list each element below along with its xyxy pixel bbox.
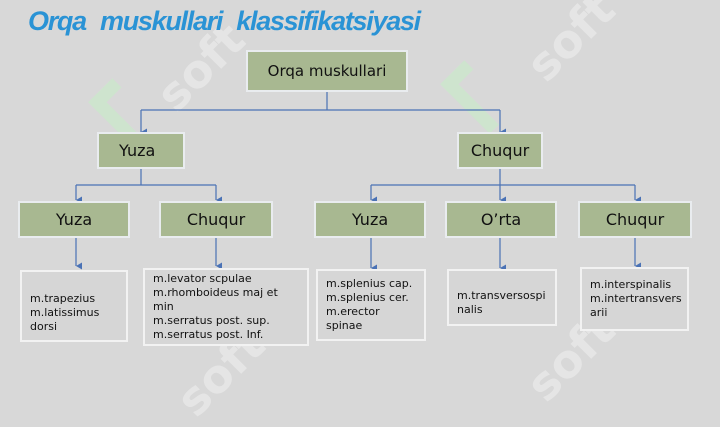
leaf-item: m.serratus post. sup. [153,314,270,327]
leaf-item: dorsi [30,320,58,333]
node-yuza-yuza: Yuza [18,201,130,238]
leaf-item: m.transversospi [457,288,546,302]
leaf-item: m.levator scpulae [153,272,252,285]
leaf-item: m.interspinalis [590,278,672,291]
leaf-yuza-yuza: m.trapezius m.latissimus dorsi [20,270,128,342]
node-chuqur-yuza: Yuza [314,201,426,238]
node-chuqur-yuza-label: Yuza [351,210,389,229]
leaf-yuza-chuqur: m.levator scpulae m.rhomboideus maj et m… [143,268,309,346]
leaf-item: nalis [457,302,483,316]
slide: soft soft soft soft Orqa muskullari klas… [18,0,692,427]
node-yuza: Yuza [97,132,185,169]
node-chuqur-chuqur: Chuqur [578,201,692,238]
root-node: Orqa muskullari [246,50,408,92]
leaf-chuqur-yuza: m.splenius cap. m.splenius cer. m.erecto… [316,269,426,341]
node-chuqur-chuqur-label: Chuqur [605,210,665,229]
root-node-label: Orqa muskullari [267,62,387,80]
leaf-item: arii [590,306,608,319]
leaf-item: m.latissimus [30,306,100,319]
node-chuqur-orta-label: O’rta [480,210,522,229]
node-chuqur-label: Chuqur [470,141,530,160]
node-yuza-chuqur-label: Chuqur [186,210,246,229]
leaf-item: m.rhomboideus maj et [153,286,278,299]
leaf-item: spinae [326,319,363,332]
leaf-item: m.serratus post. Inf. [153,328,264,341]
leaf-item: min [153,300,174,313]
leaf-item: m.splenius cer. [326,291,409,304]
node-yuza-chuqur: Chuqur [159,201,273,238]
node-chuqur-orta: O’rta [445,201,557,238]
connector-lines [75,90,641,272]
node-yuza-yuza-label: Yuza [55,210,93,229]
leaf-chuqur-chuqur: m.interspinalis m.intertransvers arii [580,267,689,331]
leaf-item: m.erector [326,305,380,318]
leaf-item: m.intertransvers [590,292,682,305]
node-chuqur: Chuqur [457,132,543,169]
leaf-item: m.trapezius [30,292,96,305]
page-title: Orqa muskullari klassifikatsiyasi [28,6,421,36]
node-yuza-label: Yuza [119,141,156,160]
leaf-chuqur-orta: m.transversospi nalis [447,269,557,326]
leaf-item: m.splenius cap. [326,277,413,290]
